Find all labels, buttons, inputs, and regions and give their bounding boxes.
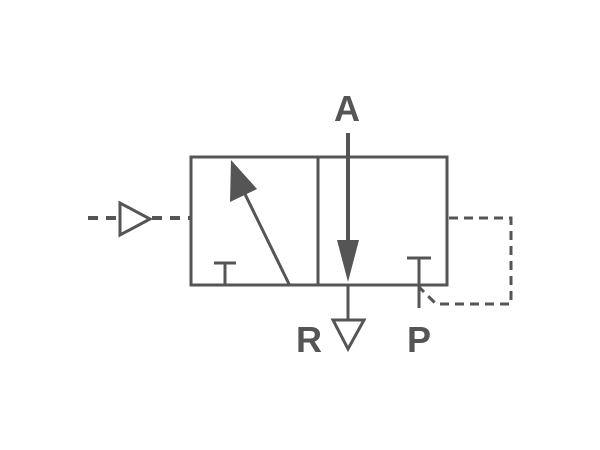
pilot-feedback-line (417, 216, 513, 306)
port-label-r: R (296, 319, 322, 360)
valve-box-left (189, 155, 320, 287)
right-position (337, 133, 431, 285)
exhaust-triangle (330, 318, 367, 353)
flow-arrow-diagonal-head (230, 160, 257, 202)
flow-arrow-diagonal-line (240, 187, 291, 285)
pilot-control (88, 200, 190, 238)
valve-box-right (316, 155, 449, 287)
port-label-a: A (334, 88, 360, 129)
port-label-p: P (407, 319, 431, 360)
flow-arrow-vertical-head (337, 240, 359, 282)
pilot-feedback-dashed-path (417, 216, 513, 306)
left-position (214, 160, 291, 285)
pilot-triangle (118, 200, 154, 238)
ports (330, 285, 421, 353)
valve-body (189, 155, 449, 287)
